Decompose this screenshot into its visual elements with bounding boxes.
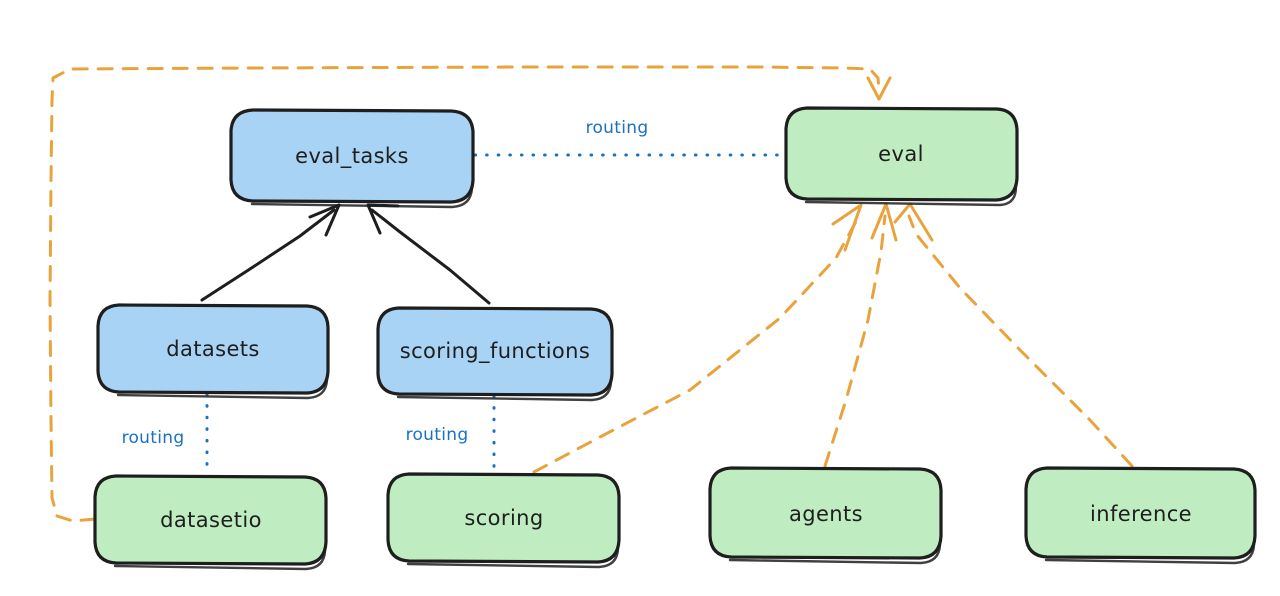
node-layer: eval_tasks eval datasets scoring_functio… — [93, 106, 1257, 571]
edge-label-routing-eval: routing — [586, 118, 649, 138]
edge-path — [532, 214, 861, 474]
edge-inference-to-eval — [893, 202, 1134, 468]
node-shape — [376, 306, 614, 397]
node-label: eval — [878, 142, 924, 166]
edge-scoring-to-eval — [532, 203, 863, 474]
node-label: scoring — [464, 506, 543, 530]
node-scoring[interactable]: scoring — [386, 472, 621, 569]
node-label: inference — [1090, 502, 1192, 526]
node-shape — [1024, 466, 1257, 560]
edge-label-routing-scoring: routing — [406, 425, 469, 445]
node-shape — [229, 108, 475, 204]
edge-arrowhead — [308, 203, 341, 237]
node-label: datasetio — [160, 508, 262, 532]
node-eval[interactable]: eval — [784, 106, 1019, 207]
edge-path — [907, 214, 1134, 468]
edge-arrowhead — [870, 202, 898, 242]
node-label: agents — [789, 502, 863, 526]
edge-arrowhead — [893, 202, 934, 242]
node-scoring_functions[interactable]: scoring_functions — [376, 306, 614, 402]
edge-path — [823, 214, 887, 468]
edge-arrowhead — [866, 76, 892, 101]
node-datasets[interactable]: datasets — [96, 303, 330, 400]
node-datasetio[interactable]: datasetio — [93, 474, 328, 571]
edge-path — [48, 65, 881, 523]
node-shape — [93, 474, 328, 566]
edge-datasetio-to-eval — [48, 65, 892, 523]
edge-label-routing-datasetio: routing — [122, 428, 185, 448]
edge-agents-to-eval — [823, 202, 898, 468]
edge-datasets-to-eval_tasks — [200, 203, 341, 302]
node-label: datasets — [166, 337, 260, 361]
node-agents[interactable]: agents — [708, 466, 943, 565]
node-eval_tasks[interactable]: eval_tasks — [229, 108, 475, 209]
node-label: eval_tasks — [295, 144, 409, 169]
edge-scoring_functions-to-eval_tasks — [366, 203, 491, 305]
edge-layer — [48, 65, 1134, 523]
node-shape — [96, 303, 330, 395]
edge-path — [370, 208, 491, 305]
node-shape — [784, 106, 1019, 202]
node-shape — [708, 466, 943, 560]
edge-path — [200, 208, 336, 302]
node-shape — [386, 472, 621, 564]
edge-label-layer: routing routing routing — [122, 118, 649, 448]
node-inference[interactable]: inference — [1024, 466, 1257, 565]
edge-arrowhead — [831, 203, 863, 252]
node-label: scoring_functions — [400, 339, 590, 364]
